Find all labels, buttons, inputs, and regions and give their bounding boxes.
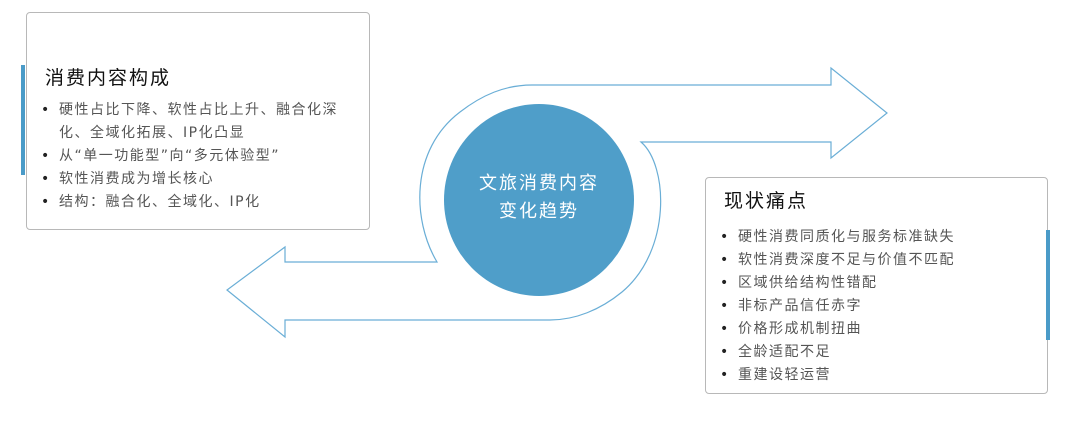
- list-item: 价格形成机制扭曲: [716, 318, 1036, 341]
- card-title: 消费内容构成: [45, 67, 172, 89]
- composition-list: 硬性占比下降、软性占比上升、融合化深化、全域化拓展、IP化凸显 从“单一功能型”…: [37, 99, 357, 214]
- center-label: 文旅消费内容 变化趋势: [444, 170, 634, 226]
- list-item: 结构：融合化、全域化、IP化: [37, 191, 357, 214]
- list-item: 非标产品信任赤字: [716, 295, 1036, 318]
- consumption-composition-card: 消费内容构成 硬性占比下降、软性占比上升、融合化深化、全域化拓展、IP化凸显 从…: [26, 12, 370, 230]
- center-label-line2: 变化趋势: [499, 201, 579, 222]
- list-item: 软性消费成为增长核心: [37, 168, 357, 191]
- center-label-line1: 文旅消费内容: [479, 173, 599, 194]
- list-item: 软性消费深度不足与价值不匹配: [716, 249, 1036, 272]
- list-item: 全龄适配不足: [716, 341, 1036, 364]
- list-item: 重建设轻运营: [716, 364, 1036, 387]
- right-accent-bar: [1046, 230, 1050, 340]
- list-item: 从“单一功能型”向“多元体验型”: [37, 145, 357, 168]
- center-circle: [444, 104, 634, 296]
- list-item: 硬性消费同质化与服务标准缺失: [716, 226, 1036, 249]
- pain-points-card: 现状痛点 硬性消费同质化与服务标准缺失 软性消费深度不足与价值不匹配 区域供给结…: [705, 177, 1048, 394]
- left-accent-bar: [21, 65, 25, 175]
- pain-points-list: 硬性消费同质化与服务标准缺失 软性消费深度不足与价值不匹配 区域供给结构性错配 …: [716, 226, 1036, 387]
- card-title: 现状痛点: [724, 190, 809, 212]
- list-item: 硬性占比下降、软性占比上升、融合化深化、全域化拓展、IP化凸显: [37, 99, 357, 145]
- list-item: 区域供给结构性错配: [716, 272, 1036, 295]
